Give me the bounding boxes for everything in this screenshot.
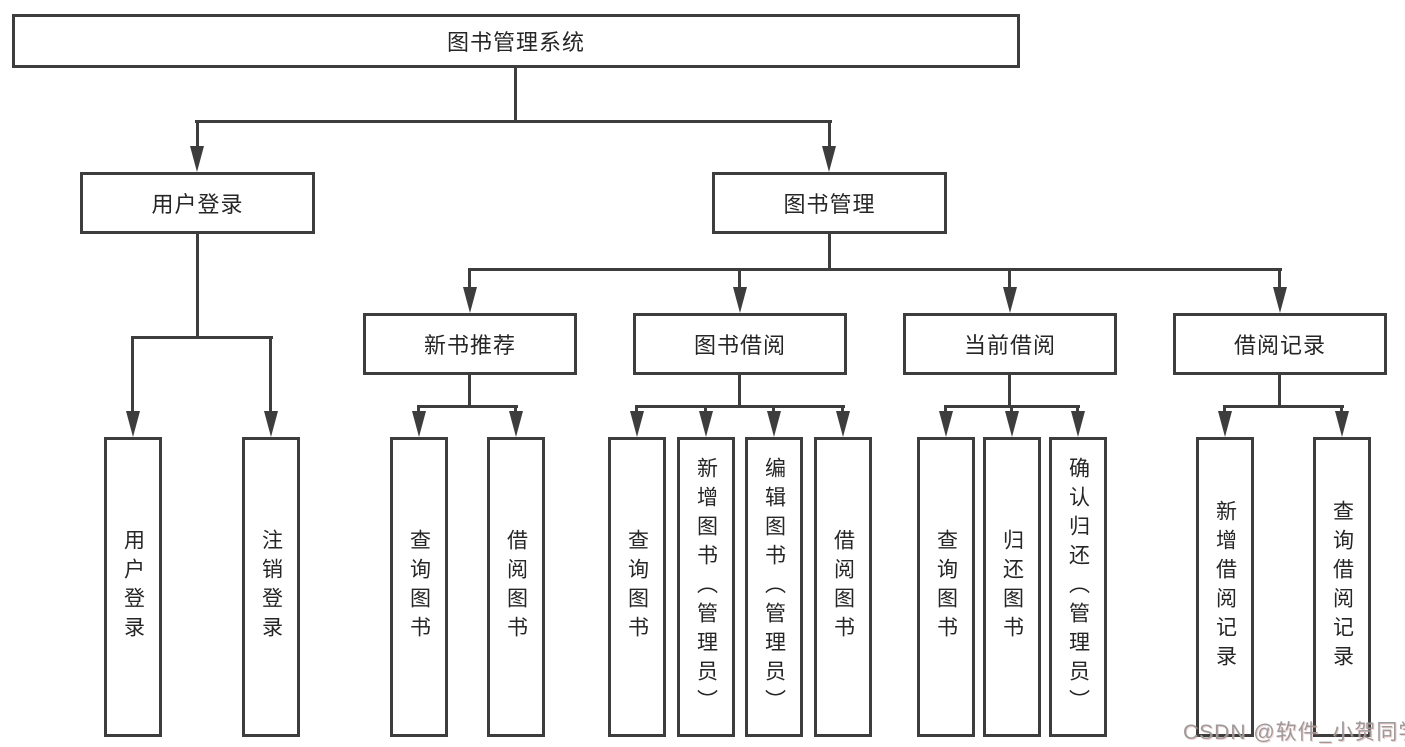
node-library-system: 图书管理系统	[12, 14, 1020, 68]
leaf-query-books-recommend-label: 查询图书	[407, 529, 431, 645]
leaf-borrow-books-borrowing-label: 借阅图书	[831, 529, 855, 645]
node-book-management: 图书管理	[712, 172, 947, 234]
node-book-borrowing: 图书借阅	[633, 313, 847, 375]
connector-line	[1008, 268, 1011, 289]
arrow-down-icon	[767, 411, 781, 437]
arrow-down-icon	[939, 411, 953, 437]
connector-line	[417, 405, 518, 408]
leaf-logout-label: 注销登录	[259, 529, 283, 645]
arrow-down-icon	[463, 287, 477, 313]
connector-line	[828, 234, 831, 268]
leaf-query-books-borrowing-label: 查询图书	[625, 529, 649, 645]
leaf-query-books-current: 查询图书	[917, 437, 975, 737]
connector-line	[1010, 405, 1013, 413]
leaf-add-book-admin: 新增图书（管理员）	[677, 437, 735, 737]
connector-line	[196, 120, 199, 150]
connector-line	[195, 120, 832, 123]
arrow-down-icon	[836, 411, 850, 437]
arrow-down-icon	[699, 411, 713, 437]
arrow-down-icon	[822, 146, 836, 172]
connector-line	[704, 405, 707, 413]
connector-line	[514, 405, 517, 413]
leaf-query-borrow-record: 查询借阅记录	[1313, 437, 1371, 737]
leaf-return-books-label: 归还图书	[1000, 529, 1024, 645]
node-borrowing-records: 借阅记录	[1173, 313, 1387, 375]
leaf-query-books-borrowing: 查询图书	[608, 437, 666, 737]
leaf-borrow-books-borrowing: 借阅图书	[814, 437, 872, 737]
leaf-borrow-books-recommend: 借阅图书	[487, 437, 545, 737]
arrow-down-icon	[264, 411, 278, 437]
connector-line	[1008, 375, 1011, 405]
arrow-down-icon	[1071, 411, 1085, 437]
leaf-borrow-books-recommend-label: 借阅图书	[504, 529, 528, 645]
leaf-edit-book-admin-label: 编辑图书（管理员）	[762, 456, 786, 718]
connector-line	[417, 405, 420, 413]
connector-line	[468, 268, 471, 289]
arrow-down-icon	[733, 287, 747, 313]
arrow-down-icon	[412, 411, 426, 437]
connector-line	[131, 336, 134, 413]
node-current-borrowing: 当前借阅	[903, 313, 1117, 375]
arrow-down-icon	[630, 411, 644, 437]
connector-line	[1278, 375, 1281, 405]
arrow-down-icon	[509, 411, 523, 437]
arrow-down-icon	[1273, 287, 1287, 313]
node-user-login: 用户登录	[80, 172, 315, 234]
connector-line	[738, 268, 741, 289]
connector-line	[196, 234, 199, 336]
leaf-add-borrow-record-label: 新增借阅记录	[1213, 500, 1237, 674]
connector-line	[841, 405, 844, 413]
leaf-edit-book-admin: 编辑图书（管理员）	[745, 437, 803, 737]
arrow-down-icon	[1335, 411, 1349, 437]
node-new-book-recommend: 新书推荐	[363, 313, 577, 375]
arrow-down-icon	[1005, 411, 1019, 437]
leaf-logout: 注销登录	[242, 437, 300, 737]
connector-line	[1223, 405, 1226, 413]
connector-line	[1340, 405, 1343, 413]
leaf-query-books-current-label: 查询图书	[934, 529, 958, 645]
connector-line	[635, 405, 845, 408]
leaf-query-borrow-record-label: 查询借阅记录	[1330, 500, 1354, 674]
connector-line	[738, 375, 741, 405]
leaf-add-book-admin-label: 新增图书（管理员）	[694, 456, 718, 718]
connector-line	[514, 68, 517, 120]
connector-line	[1278, 268, 1281, 289]
leaf-confirm-return-admin: 确认归还（管理员）	[1049, 437, 1107, 737]
connector-line	[944, 405, 947, 413]
leaf-add-borrow-record: 新增借阅记录	[1196, 437, 1254, 737]
connector-line	[131, 336, 273, 339]
leaf-return-books: 归还图书	[983, 437, 1041, 737]
connector-line	[635, 405, 638, 413]
leaf-confirm-return-admin-label: 确认归还（管理员）	[1066, 456, 1090, 718]
connector-line	[468, 375, 471, 405]
leaf-user-login: 用户登录	[104, 437, 162, 737]
leaf-user-login-label: 用户登录	[121, 529, 145, 645]
connector-line	[1076, 405, 1079, 413]
connector-line	[468, 268, 1282, 271]
connector-line	[269, 336, 272, 413]
arrow-down-icon	[126, 411, 140, 437]
csdn-watermark: CSDN @软件_小贺同学	[1183, 721, 1405, 744]
arrow-down-icon	[1218, 411, 1232, 437]
leaf-query-books-recommend: 查询图书	[390, 437, 448, 737]
arrow-down-icon	[1003, 287, 1017, 313]
connector-line	[772, 405, 775, 413]
arrow-down-icon	[190, 146, 204, 172]
connector-line	[1223, 405, 1344, 408]
connector-line	[828, 120, 831, 150]
